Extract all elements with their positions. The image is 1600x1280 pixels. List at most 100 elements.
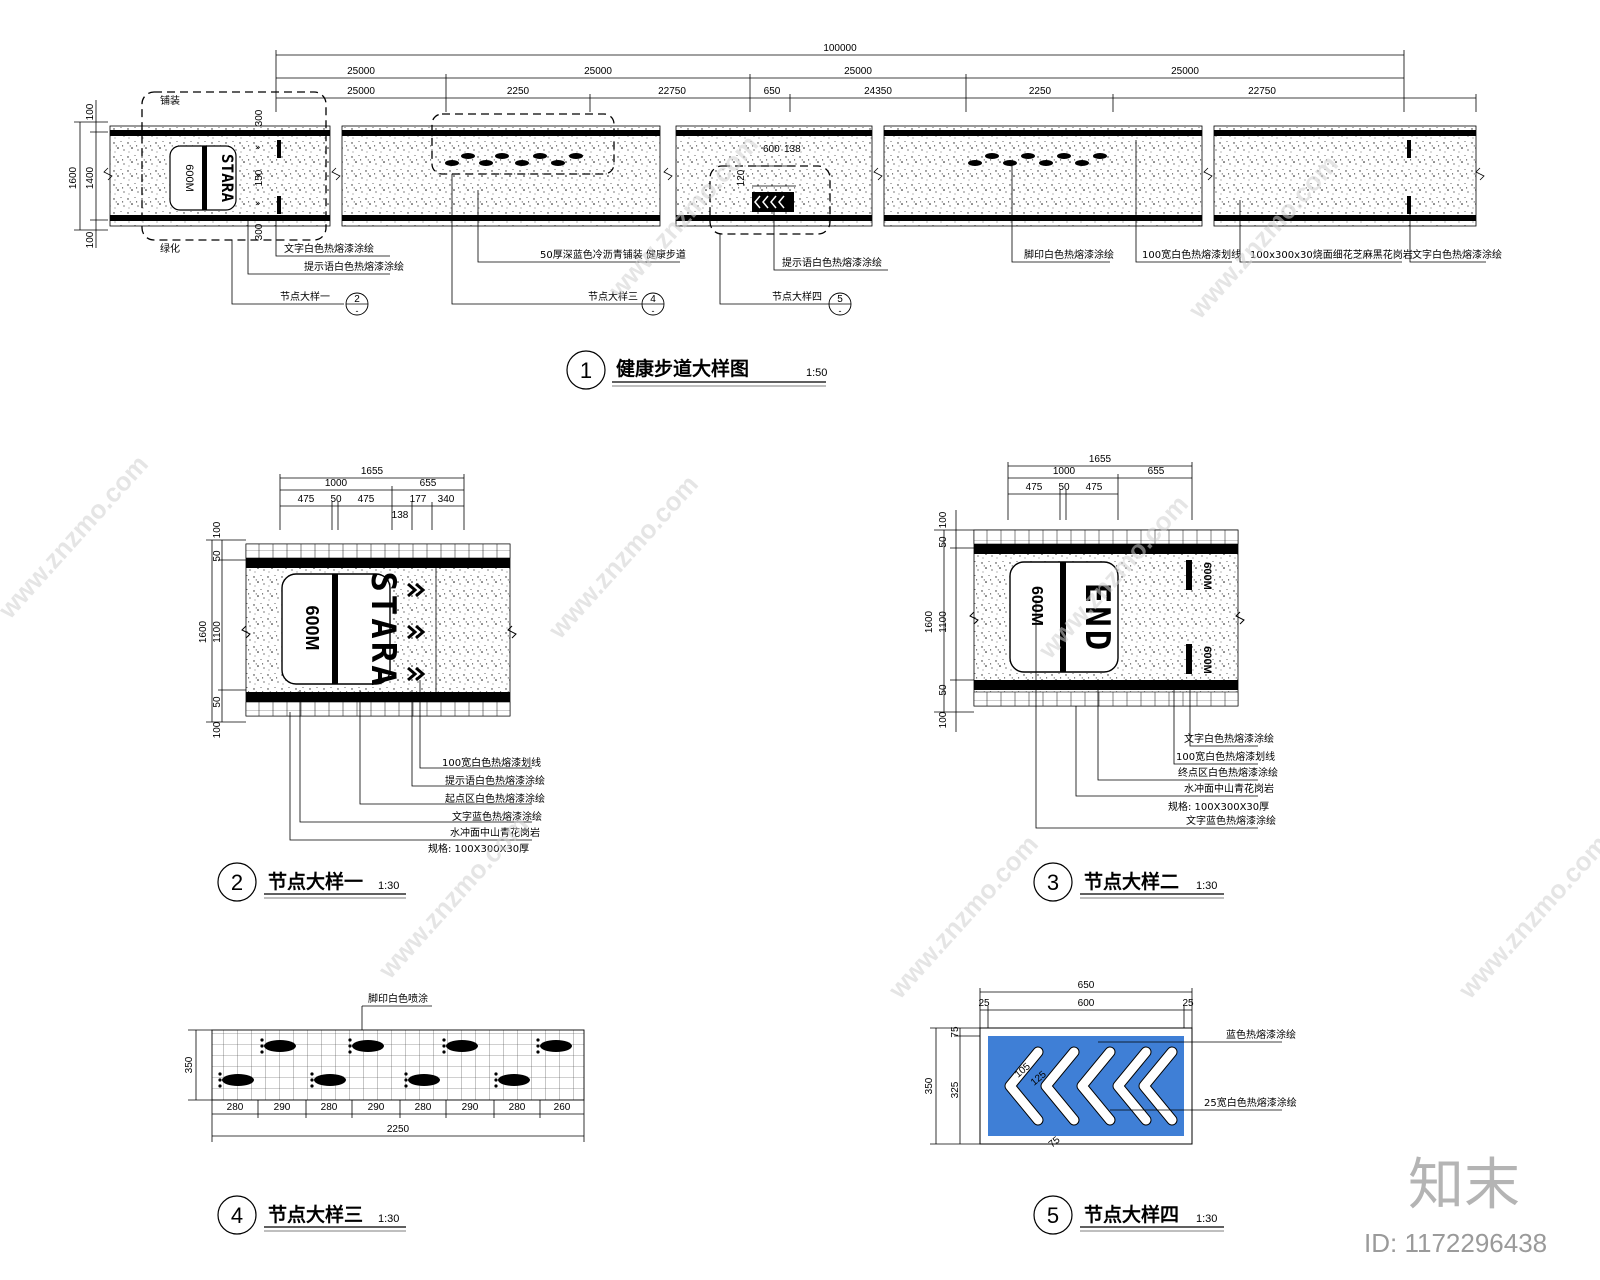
brand-logo: 知末 ID: 1172296438 (1364, 1153, 1547, 1258)
d3-note-2: 100宽白色热熔漆划线 (1176, 750, 1275, 763)
d4-dim-5: 280 (415, 1102, 432, 1113)
svg-text:»: » (255, 143, 261, 153)
watermark-1: www.znzmo.com (0, 449, 154, 625)
d2-dim-475b: 475 (358, 494, 375, 505)
small-dim-b3: 120 (736, 169, 747, 186)
d2-left-100a: 100 (212, 521, 223, 538)
d2-left-100b: 100 (212, 721, 223, 738)
path-segment-4 (883, 125, 1203, 227)
d3-dist-bottom: 600M (1201, 646, 1213, 674)
d3-dim-475b: 475 (1086, 482, 1103, 493)
d5-dim-25a: 25 (978, 998, 990, 1009)
overall-dim: 100000 (823, 43, 857, 54)
d3-note-6: 文字蓝色热熔漆涂绘 (1186, 814, 1276, 827)
d2-left-1100: 1100 (212, 621, 223, 643)
d2-sign-text: STARA (363, 571, 403, 688)
detail-4-chevrons: 650 25 600 25 350 75 325 蓝色热熔漆涂绘 25宽白色热熔… (924, 980, 1297, 1235)
d2-left-total: 1600 (198, 620, 209, 643)
tag-paving: 铺装 (160, 94, 180, 107)
dim-r1-3: 25000 (844, 66, 872, 77)
svg-text:3: 3 (1047, 870, 1059, 895)
d3-sign-text: END (1077, 583, 1117, 653)
dim-r2-7: 22750 (1248, 86, 1276, 97)
svg-text:1:30: 1:30 (378, 880, 399, 892)
d2-dim-475a: 475 (298, 494, 315, 505)
dim-r2-1: 25000 (347, 86, 375, 97)
detail-3-footprints: 脚印白色喷涂 350 28 (184, 992, 585, 1235)
d3-dim-475a: 475 (1026, 482, 1043, 493)
svg-text:4: 4 (650, 294, 656, 305)
d2-note-3: 起点区白色热熔漆涂绘 (445, 792, 545, 805)
d3-left-100b: 100 (938, 711, 949, 728)
svg-text:2: 2 (354, 294, 360, 305)
svg-text:-: - (652, 306, 655, 316)
d4-dim-6: 290 (462, 1102, 479, 1113)
detail-1-start: 1655 1000 655 475 50 475 177 340 138 160… (198, 466, 545, 902)
d4-dim-4: 290 (368, 1102, 385, 1113)
dim-r1-1: 25000 (347, 66, 375, 77)
callout-5: 节点大样三 (588, 290, 638, 303)
svg-text:节点大样四: 节点大样四 (1084, 1203, 1179, 1226)
d5-dim-75: 75 (950, 1026, 961, 1038)
d3-dim-1655: 1655 (1089, 454, 1112, 465)
d2-dim-138: 138 (392, 510, 409, 521)
d4-total: 2250 (387, 1124, 410, 1135)
d5-dim-25b: 25 (1182, 998, 1194, 1009)
d4-footprints (218, 1038, 572, 1088)
svg-text:4: 4 (231, 1203, 243, 1228)
title-main-plan: 1 健康步道大样图 1:50 (566, 350, 827, 390)
svg-text:5: 5 (1047, 1203, 1059, 1228)
svg-text:1:30: 1:30 (1196, 1213, 1217, 1225)
d3-left-100a: 100 (938, 511, 949, 528)
d2-dim-1000: 1000 (325, 478, 348, 489)
small-dim-a2: 150 (254, 169, 265, 186)
svg-text:-: - (839, 306, 842, 316)
dim-r1-2: 25000 (584, 66, 612, 77)
plan-footprints-1 (445, 153, 583, 166)
d2-note-6: 规格: 100X300X30厚 (428, 842, 529, 855)
d2-dim-655: 655 (420, 478, 437, 489)
svg-text:节点大样二: 节点大样二 (1084, 870, 1179, 893)
detail-2-end: 1655 1000 655 475 50 475 1600 100 50 110… (924, 454, 1278, 902)
d2-dim-177: 177 (410, 494, 427, 505)
d2-note-2: 提示语白色热熔漆涂绘 (445, 774, 545, 787)
left-total: 1600 (68, 166, 79, 189)
d2-left-50b: 50 (212, 696, 223, 708)
brand-id: ID: 1172296438 (1364, 1228, 1547, 1258)
ref-circle-5: 5 - (828, 292, 852, 316)
d2-note-4: 文字蓝色热熔漆涂绘 (452, 810, 542, 823)
dim-r2-6: 2250 (1029, 86, 1052, 97)
svg-text:节点大样三: 节点大样三 (268, 1203, 363, 1226)
d2-note-1: 100宽白色热熔漆划线 (442, 756, 541, 769)
svg-text:»: » (255, 171, 261, 181)
d2-dist-text: 600M (302, 605, 322, 650)
svg-text:1:50: 1:50 (806, 367, 827, 379)
title-detail-4: 5 节点大样四 1:30 (1033, 1195, 1224, 1235)
d4-height: 350 (184, 1056, 195, 1073)
d3-dim-1000: 1000 (1053, 466, 1076, 477)
callout-3: 节点大样一 (280, 290, 330, 303)
d2-note-5: 水冲面中山青花岗岩 (450, 826, 540, 839)
brand-text: 知末 (1408, 1153, 1520, 1218)
svg-text:»: » (255, 199, 261, 209)
left-dim-3: 100 (85, 231, 96, 248)
d3-left-50b: 50 (938, 684, 949, 696)
d3-dist-top: 600M (1201, 562, 1213, 590)
callout-11: 文字白色热熔漆涂绘 (1412, 248, 1502, 261)
dim-r2-2: 2250 (507, 86, 530, 97)
callout-2: 提示语白色热熔漆涂绘 (304, 260, 404, 273)
d3-left-1100: 1100 (938, 611, 949, 633)
main-plan: 100000 25000 25000 25000 25000 25000 225… (68, 43, 1502, 390)
tag-green: 绿化 (160, 242, 180, 255)
svg-text:健康步道大样图: 健康步道大样图 (616, 357, 749, 380)
plan-dist-text: 600M (183, 164, 195, 192)
title-detail-2: 3 节点大样二 1:30 (1033, 862, 1224, 902)
callout-6: 提示语白色热熔漆涂绘 (782, 256, 882, 269)
d5-dim-325: 325 (950, 1081, 961, 1098)
callout-7: 节点大样四 (772, 290, 822, 303)
ref-circle-4: 4 - (641, 292, 665, 316)
plan-footprints-2 (968, 153, 1107, 166)
plan-start-text: STARA (218, 154, 237, 203)
d2-left-50a: 50 (212, 550, 223, 562)
